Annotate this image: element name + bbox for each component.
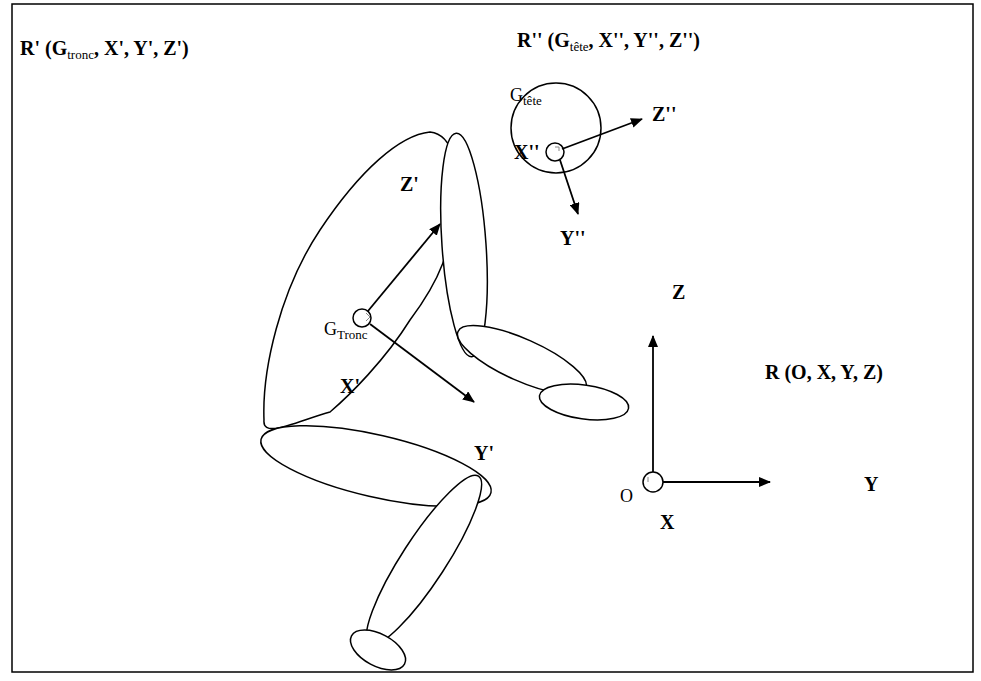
z1-axis xyxy=(368,224,440,311)
axis-name: Y xyxy=(864,474,878,494)
axis-name: Y' xyxy=(474,443,494,463)
y1-axis xyxy=(370,324,474,402)
axis-name: Z xyxy=(672,282,685,302)
z2-axis xyxy=(562,119,642,149)
axis-name: X' xyxy=(340,376,360,396)
point-name: G xyxy=(510,86,523,104)
point-subscript: Tronc xyxy=(337,328,368,341)
frame-name: R (O, X, Y, Z) xyxy=(765,362,883,382)
z-axis xyxy=(652,336,654,472)
frame-subscript: tête xyxy=(570,40,589,53)
frame-name: , X', Y', Z') xyxy=(94,38,189,58)
trunk-origin xyxy=(353,309,371,327)
upper-arm xyxy=(434,132,494,359)
y2-axis xyxy=(560,160,578,214)
frame-name: R' (G xyxy=(20,38,67,58)
axis-name: X'' xyxy=(514,142,540,162)
frame xyxy=(12,4,973,672)
foot xyxy=(344,622,412,678)
frame-name: , X'', Y'', Z'') xyxy=(589,30,700,50)
origin-name: O xyxy=(620,487,633,505)
axis-name: Y'' xyxy=(560,228,586,248)
axis-name: Z' xyxy=(400,174,419,194)
lower-leg xyxy=(351,464,497,656)
frame-name: R'' (G xyxy=(517,30,570,50)
y-axis xyxy=(663,481,770,483)
point-subscript: tête xyxy=(523,94,542,107)
axis-name: Z'' xyxy=(652,104,676,124)
axis-name: X xyxy=(660,512,674,532)
frame-subscript: tronc xyxy=(67,48,94,61)
point-name: G xyxy=(324,320,337,338)
trunk xyxy=(264,132,456,429)
hand xyxy=(537,379,631,425)
global-origin xyxy=(643,472,663,492)
head-origin xyxy=(546,143,564,161)
head xyxy=(511,83,601,173)
